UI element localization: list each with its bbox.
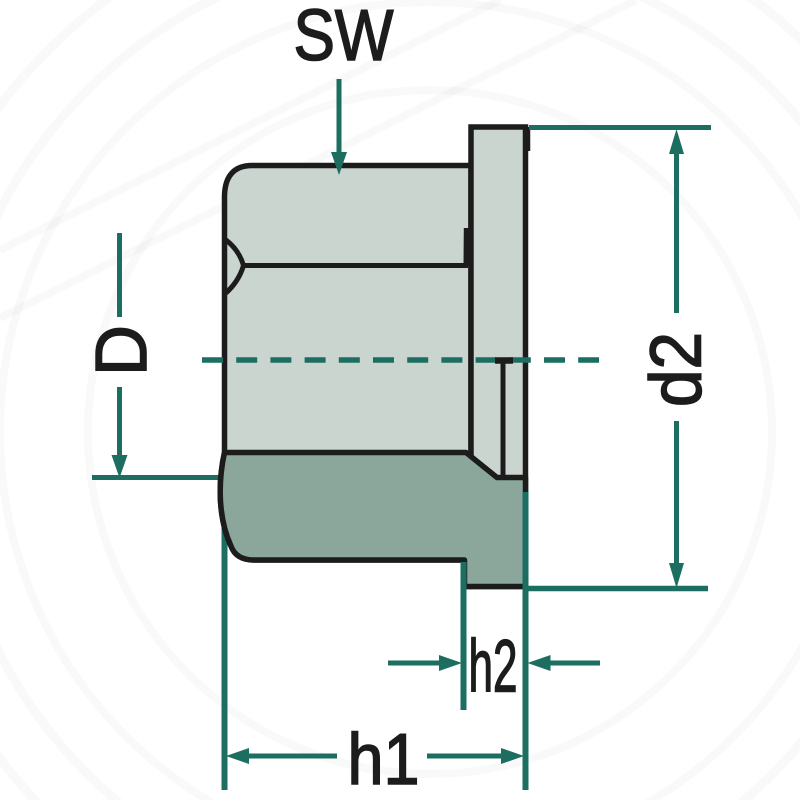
svg-text:h1: h1 [348,720,420,800]
svg-text:d2: d2 [637,332,717,407]
svg-text:D: D [82,325,162,376]
svg-text:SW: SW [294,0,394,76]
svg-text:h2: h2 [469,625,518,708]
